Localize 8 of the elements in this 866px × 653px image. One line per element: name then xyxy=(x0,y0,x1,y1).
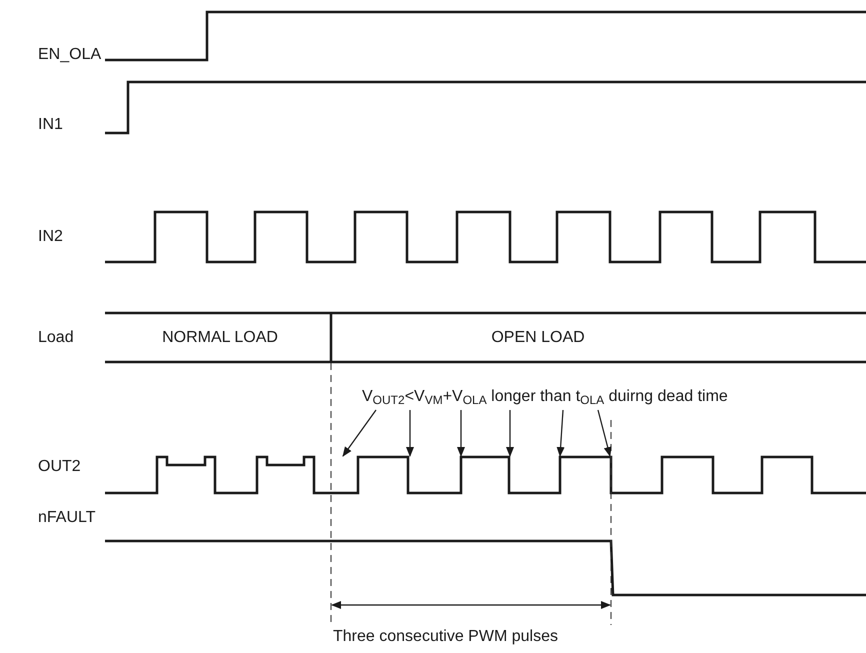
leader-arrow xyxy=(342,410,376,457)
waveform xyxy=(105,456,866,494)
leader-arrow xyxy=(506,410,514,457)
leader-arrow xyxy=(556,410,565,457)
leader-arrow xyxy=(597,410,612,457)
leader-arrow xyxy=(406,410,414,457)
annotation-text: V$_{OUT2}$<V$_{VM}$+V$_{OLA}$ longer than t$_{OLA}$ duirng dead time xyxy=(362,386,728,408)
leader-arrow xyxy=(457,410,465,457)
